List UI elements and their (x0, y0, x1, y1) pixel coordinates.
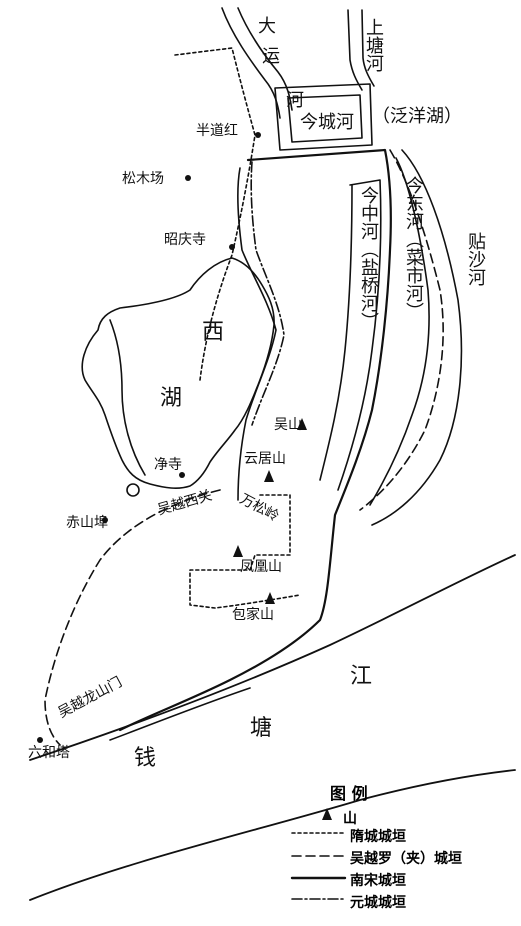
label-fanyang-lake: （泛洋湖） (372, 106, 462, 127)
mountain-icon (265, 592, 275, 604)
west-lake-causeway (109, 319, 146, 476)
legend-yuan-wall: 元城城垣 (350, 895, 406, 911)
point-marker (229, 244, 235, 250)
tiesha-river (371, 149, 463, 526)
label-qian-tang: 塘 (250, 716, 273, 741)
point-marker (37, 737, 43, 743)
legend-wuyue-wall: 吴越罗（夹）城垣 (350, 851, 462, 867)
label-liuheta: 六和塔 (28, 745, 70, 761)
point-marker (255, 132, 261, 138)
mountain-icon (233, 545, 243, 557)
point-marker (102, 517, 108, 523)
label-qian-jiang: 江 (350, 664, 373, 689)
label-jingsi: 净寺 (154, 457, 182, 473)
label-city-moat: 今城河 (300, 112, 354, 133)
mountain-icon (297, 418, 307, 430)
legend-title: 图 例 (330, 784, 368, 803)
song-wall (118, 148, 392, 732)
wuyue-west-wall (44, 489, 221, 746)
yuan-wall (250, 161, 285, 426)
mountain-icon (264, 470, 274, 482)
zhonghe-river-bank (319, 184, 353, 481)
label-songmuchang: 松木场 (122, 171, 164, 187)
label-fenghuangshan: 凤凰山 (240, 559, 282, 575)
west-lake-shore (81, 257, 275, 489)
shangtang-river-bank (361, 9, 375, 87)
label-qian: 钱 (134, 746, 157, 771)
qiantang-south-bank (29, 769, 516, 901)
legend-mountain-icon (322, 808, 332, 820)
label-zhaoqingsi: 昭庆寺 (164, 232, 206, 248)
label-he: 河 (286, 90, 304, 111)
label-yun: 运 (262, 46, 280, 67)
grand-canal (221, 7, 281, 119)
label-shangtang-river: 上塘河 (363, 18, 384, 72)
label-baojiashan: 包家山 (232, 607, 274, 623)
legend-nansong-wall: 南宋城垣 (350, 873, 406, 889)
label-zhonghe-river: 今中河（盐桥河） (358, 186, 379, 330)
label-da: 大 (258, 16, 276, 37)
point-marker (179, 472, 185, 478)
city-moat-inner (287, 94, 363, 143)
sui-south-wall (189, 494, 301, 609)
zhonghe-river (337, 179, 382, 491)
qiantang-middle-bank (109, 687, 251, 741)
point-marker (185, 175, 191, 181)
wuyue-wall (359, 149, 444, 511)
city-moat-outer (274, 83, 373, 151)
donghe-river (369, 157, 430, 506)
label-chishanbu: 赤山埠 (66, 515, 108, 531)
shangtang-river (347, 9, 363, 91)
label-hu: 湖 (160, 386, 183, 411)
label-donghe-river: 今东河（菜市河） (403, 176, 424, 320)
label-tiesha-river: 贴沙河 (465, 232, 486, 286)
label-wushan: 吴山 (274, 417, 302, 433)
legend-sui-wall: 隋城城垣 (350, 829, 406, 845)
label-bandaohong: 半道红 (196, 123, 238, 139)
label-xi: 西 (202, 320, 225, 345)
label-yunjushan: 云居山 (244, 451, 286, 467)
sui-wall (174, 47, 256, 381)
legend-mountain: 山 (343, 811, 357, 827)
lake-islet (126, 483, 140, 497)
qiantang-north-bank (29, 554, 516, 761)
